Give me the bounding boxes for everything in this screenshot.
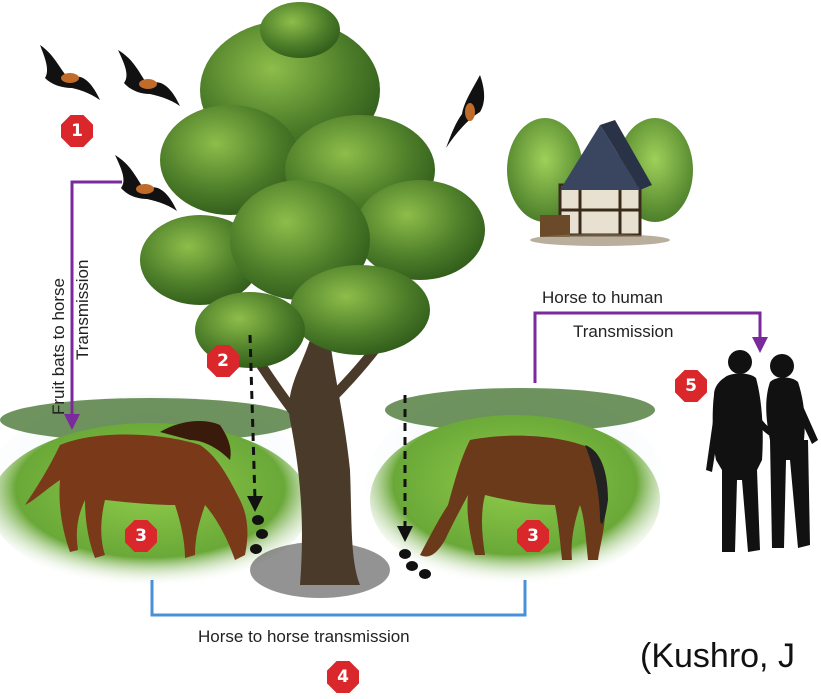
human-silhouette-icon bbox=[706, 350, 818, 552]
bat-to-horse-label: Fruit bats to horse Transmission bbox=[47, 175, 97, 435]
horse-to-human-label-line1: Horse to human bbox=[542, 288, 663, 308]
horse-to-horse-label: Horse to horse transmission bbox=[198, 627, 410, 647]
bat-to-horse-label-line2: Transmission bbox=[73, 260, 93, 360]
citation-text: (Kushro, J bbox=[640, 637, 795, 676]
bat-icon bbox=[118, 50, 180, 106]
horse-to-human-label-line2: Transmission bbox=[573, 322, 673, 342]
house-icon bbox=[507, 118, 693, 246]
bat-icon bbox=[40, 45, 100, 100]
bat-icon bbox=[446, 75, 484, 148]
bat-to-horse-label-line1: Fruit bats to horse bbox=[49, 278, 69, 415]
step-badge-1: 1 bbox=[61, 115, 93, 147]
